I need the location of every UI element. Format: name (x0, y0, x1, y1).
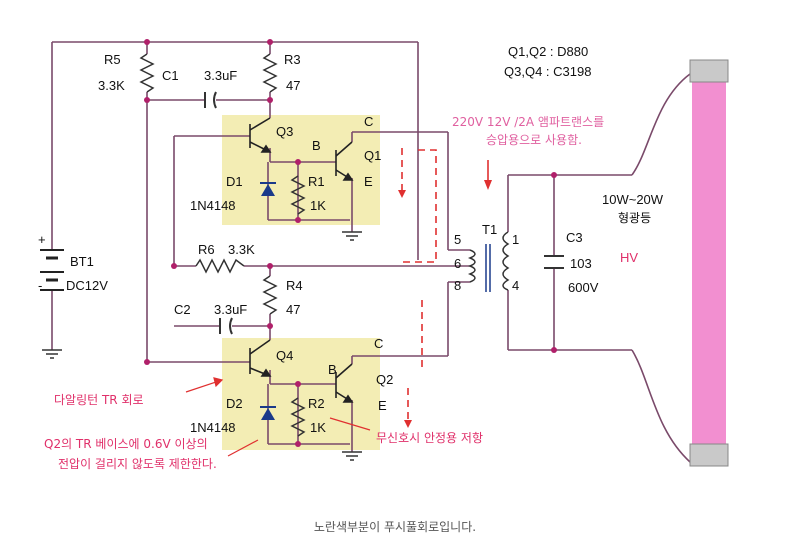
r5-resistor (139, 53, 155, 93)
d2-label: D2 (226, 396, 243, 411)
d1-label: D1 (226, 174, 243, 189)
q2-collector-label: C (374, 336, 383, 351)
darlington-note: 다알링턴 TR 회로 (54, 393, 144, 407)
arrowheads (398, 180, 492, 428)
r2-label: R2 (308, 396, 325, 411)
capacitors (204, 91, 564, 335)
c1-label: C1 (162, 68, 179, 83)
t1-pin-1: 1 (512, 232, 519, 247)
hv-label: HV (620, 250, 638, 265)
transistors (249, 117, 354, 403)
q4-transistor (249, 339, 272, 377)
ground-symbols (42, 231, 362, 461)
r3-resistor (262, 53, 278, 93)
c3-label: C3 (566, 230, 583, 245)
q4-label: Q4 (276, 348, 293, 363)
figure-caption: 노란색부분이 푸시풀회로입니다. (313, 520, 477, 534)
c2-plate-b (229, 317, 233, 335)
battery-bt1 (40, 249, 64, 291)
diodes (260, 182, 276, 420)
transistor-spec-1: Q1,Q2 : D880 (508, 44, 588, 59)
c2-value: 3.3uF (214, 302, 247, 317)
bt1-value: DC12V (66, 278, 108, 293)
push-pull-highlight-top (222, 115, 380, 225)
t1-pin-8: 8 (454, 278, 461, 293)
transformer-note-line2: 승압용으로 사용함. (486, 133, 582, 147)
battery-plus: + (38, 232, 46, 247)
r6-resistor (195, 258, 245, 274)
junction-dots (144, 39, 557, 447)
q2-note-line1: Q2의 TR 베이스에 0.6V 이상의 (44, 437, 208, 451)
r3-label: R3 (284, 52, 301, 67)
c2-label: C2 (174, 302, 191, 317)
r1-resistor (290, 175, 306, 215)
r3-value: 47 (286, 78, 300, 93)
r5-value: 3.3K (98, 78, 125, 93)
c1-value: 3.3uF (204, 68, 237, 83)
battery-minus: - (38, 278, 42, 293)
lamp-power: 10W~20W (602, 192, 664, 207)
r4-value: 47 (286, 302, 300, 317)
lamp-name: 형광등 (618, 211, 651, 225)
q3-label: Q3 (276, 124, 293, 139)
transformer-t1 (467, 231, 510, 292)
d2-value: 1N4148 (190, 420, 236, 435)
q2-label: Q2 (376, 372, 393, 387)
transistor-spec-2: Q3,Q4 : C3198 (504, 64, 591, 79)
q1-emitter-label: E (364, 174, 373, 189)
d1-diode (261, 184, 275, 196)
r1-value: 1K (310, 198, 326, 213)
r4-label: R4 (286, 278, 303, 293)
c1-plate-b (213, 91, 217, 109)
r2-note: 무신호시 안정용 저항 (376, 431, 483, 445)
q1-transistor (335, 141, 354, 181)
t1-label: T1 (482, 222, 497, 237)
t1-pin-6: 6 (454, 256, 461, 271)
d2-diode (261, 408, 275, 420)
r6-label: R6 (198, 242, 215, 257)
r1-label: R1 (308, 174, 325, 189)
q2-base-label: B (328, 362, 337, 377)
q2-transistor (335, 363, 354, 403)
ground-battery (42, 349, 62, 359)
current-path-dashes (400, 148, 437, 420)
bt1-label: BT1 (70, 254, 94, 269)
t1-pin-4: 4 (512, 278, 519, 293)
r2-resistor (290, 397, 306, 437)
ground-q1 (342, 231, 362, 241)
q1-label: Q1 (364, 148, 381, 163)
resistors (139, 53, 306, 437)
wires (51, 41, 724, 463)
q3-transistor (249, 117, 272, 153)
q1-base-label: B (312, 138, 321, 153)
t1-pin-5: 5 (454, 232, 461, 247)
q2-note-line2: 전압이 걸리지 않도록 제한한다. (58, 457, 217, 471)
q2-emitter-label: E (378, 398, 387, 413)
note-leaders (185, 377, 371, 457)
transformer-note-line1: 220V 12V /2A 앰파트랜스를 (452, 115, 604, 129)
c3-value: 103 (570, 256, 592, 271)
r6-value: 3.3K (228, 242, 255, 257)
ground-q2 (342, 451, 362, 461)
r4-resistor (262, 275, 278, 315)
r5-label: R5 (104, 52, 121, 67)
q1-collector-label: C (364, 114, 373, 129)
r2-value: 1K (310, 420, 326, 435)
fluorescent-lamp (689, 59, 729, 467)
c3-voltage: 600V (568, 280, 599, 295)
d1-value: 1N4148 (190, 198, 236, 213)
